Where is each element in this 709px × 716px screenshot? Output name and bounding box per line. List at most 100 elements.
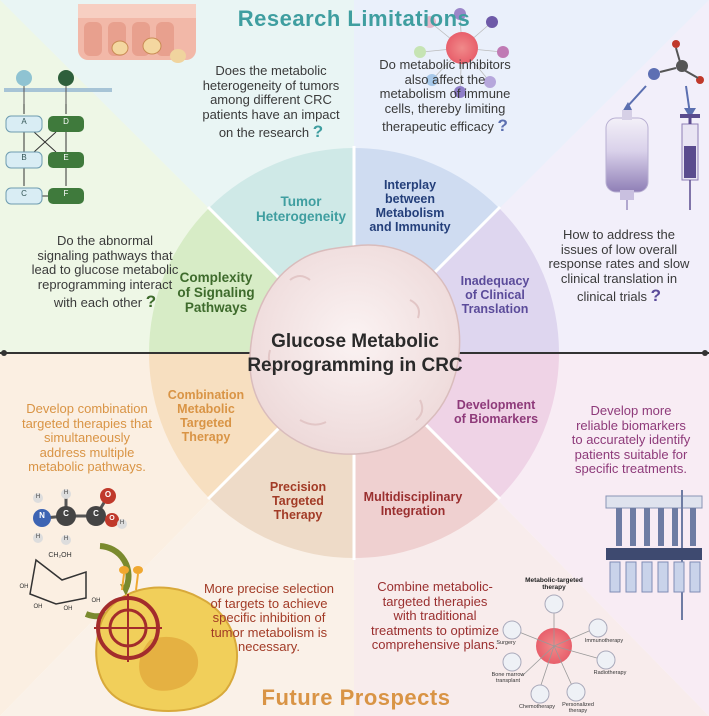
therapy-radiotherapy: Radiotherapy	[593, 670, 627, 676]
atom-n: N	[39, 511, 45, 520]
therapy-hub-illustration	[502, 594, 616, 704]
q2-line: also affect the	[404, 71, 486, 87]
research-limitations-header: Research Limitations	[237, 6, 471, 31]
q4-line: clinical trials	[576, 289, 648, 305]
question-mark-icon: ?	[312, 122, 324, 142]
pathway-node-d: D	[63, 117, 69, 126]
p3-line: More precise selection	[203, 581, 335, 596]
therapy-chemotherapy: Chemotherapy	[518, 704, 556, 710]
question-interplay: Do metabolic inhibitors also affect the …	[360, 57, 530, 135]
atom-h2: H	[35, 534, 41, 540]
question-mark-icon: ?	[145, 292, 157, 312]
atom-c1: C	[63, 509, 69, 518]
therapy-personalized: Personalized therapy	[562, 702, 594, 715]
therapy-bone-marrow: Bone marrow transplant	[491, 672, 525, 685]
label-multidisciplinary: Multidisciplinary Integration	[358, 490, 468, 518]
label-line: Translation	[461, 302, 529, 316]
pathway-node-e: E	[63, 153, 69, 162]
atom-h5: H	[119, 520, 125, 526]
label-line: Metabolism	[375, 206, 445, 220]
future-prospects-header: Future Prospects	[261, 685, 451, 710]
p2-line: to accurately identify	[571, 432, 691, 448]
pathway-node-b: B	[21, 153, 27, 162]
glucose-oh-3: OH	[63, 606, 73, 612]
glucose-ch2oh: CH₂OH	[48, 552, 72, 559]
p3-line: of targets to achieve	[210, 595, 328, 611]
p4-line: treatments to optimize	[371, 622, 499, 638]
glucose-oh-4: OH	[91, 598, 101, 604]
label-line: Precision	[269, 480, 327, 494]
pipette-illustration	[605, 490, 703, 620]
label-biomarkers: Development of Biomarkers	[444, 398, 548, 426]
p4-line: comprehensive plans.	[371, 637, 499, 653]
label-line: Interplay	[383, 178, 437, 192]
q2-line: cells, thereby limiting	[384, 100, 506, 116]
label-line: of Signaling	[177, 285, 255, 301]
label-line: Complexity	[179, 270, 253, 285]
label-line: Tumor	[280, 194, 322, 209]
pathway-node-c: C	[21, 189, 27, 198]
prospect-combination: Develop combination targeted therapies t…	[4, 401, 170, 475]
q2-line: metabolism of immune	[379, 86, 511, 102]
prospect-precision: More precise selection of targets to ach…	[186, 581, 352, 655]
q4-line: How to address the	[562, 227, 675, 242]
q4-line: issues of low overall	[560, 241, 678, 257]
label-line: Multidisciplinary	[363, 490, 463, 504]
q2-line: therapeutic efficacy	[382, 119, 494, 135]
q1-line: patients have an impact	[202, 106, 340, 122]
label-signaling: Complexity of Signaling Pathways	[168, 270, 264, 315]
label-precision: Precision Targeted Therapy	[252, 480, 344, 522]
p3-line: necessary.	[238, 639, 300, 655]
target-cell-illustration	[94, 586, 239, 712]
atom-c2: C	[93, 509, 99, 518]
p3-line: tumor metabolism is	[210, 624, 328, 640]
q1-line: heterogeneity of tumors	[202, 77, 340, 93]
drug-delivery-illustration	[605, 40, 704, 210]
atom-h3: H	[63, 490, 69, 496]
label-line: Metabolic	[177, 402, 235, 416]
label-clinical: Inadequacy of Clinical Translation	[448, 274, 542, 316]
label-line: between	[384, 192, 435, 206]
pathway-node-a: A	[21, 117, 27, 126]
hub-title-line: therapy	[542, 584, 566, 592]
p1-line: Develop combination	[26, 401, 148, 416]
atom-o1: O	[104, 490, 112, 499]
q3-line: signaling pathways that	[37, 247, 173, 263]
p2-line: Develop more	[590, 403, 672, 418]
question-signaling: Do the abnormal signaling pathways that …	[10, 233, 200, 312]
prospect-biomarkers: Develop more reliable biomarkers to accu…	[556, 403, 706, 477]
label-line: Heterogeneity	[256, 209, 347, 225]
label-line: Targeted	[180, 416, 232, 430]
q3-line: reprogramming interact	[37, 276, 173, 292]
prospect-multidisciplinary: Combine metabolic- targeted therapies wi…	[358, 579, 512, 653]
colon-illustration	[78, 4, 196, 63]
q3-line: with each other	[53, 295, 143, 311]
atom-h1: H	[35, 494, 41, 500]
question-clinical: How to address the issues of low overall…	[534, 227, 704, 305]
p2-line: patients suitable for	[574, 446, 688, 462]
pathway-node-f: F	[63, 189, 69, 198]
atom-o2: O	[109, 515, 115, 522]
p1-line: simultaneously	[44, 430, 130, 446]
p1-line: address multiple	[39, 444, 135, 460]
q4-line: clinical translation in	[560, 270, 678, 286]
center-title: Glucose Metabolic Reprogramming in CRC	[240, 330, 470, 378]
immune-cells-illustration	[414, 8, 509, 98]
label-line: Therapy	[273, 508, 323, 522]
center-title-line-2: Reprogramming in CRC	[247, 354, 463, 376]
label-tumor-heterogeneity: Tumor Heterogeneity	[256, 194, 346, 224]
q4-line: response rates and slow	[548, 256, 690, 272]
pathway-diagram	[4, 70, 112, 205]
q1-line: among different CRC	[210, 92, 332, 108]
glucose-molecule-illustration	[29, 488, 143, 620]
question-tumor-heterogeneity: Does the metabolic heterogeneity of tumo…	[186, 63, 356, 142]
label-line: of Clinical	[465, 288, 525, 302]
label-line: Therapy	[181, 430, 231, 444]
glucose-oh-2: OH	[33, 604, 43, 610]
label-combination: Combination Metabolic Targeted Therapy	[158, 388, 254, 444]
label-line: Integration	[380, 504, 446, 518]
p2-line: specific treatments.	[575, 461, 687, 477]
therapy-immunotherapy: Immunotherapy	[584, 638, 624, 644]
